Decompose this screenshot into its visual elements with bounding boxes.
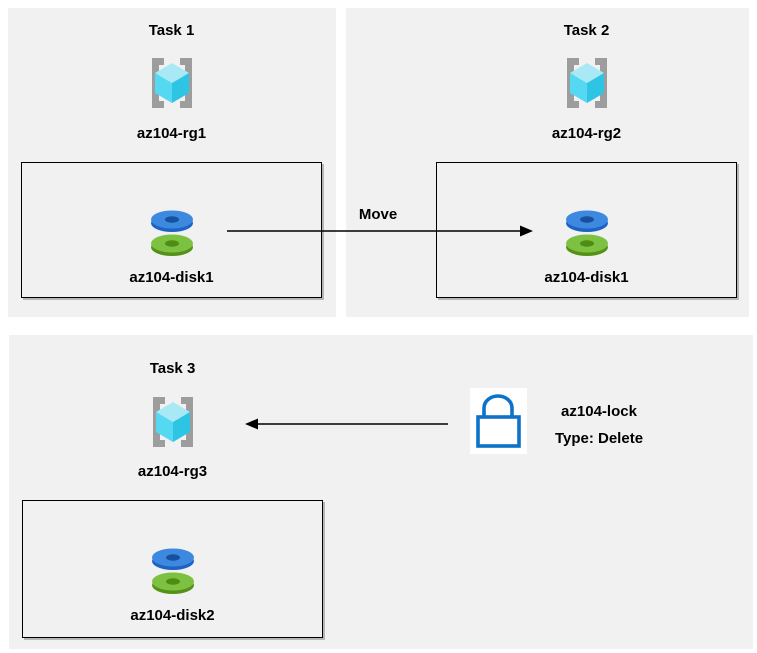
lock-annotation: az104-lock Type: Delete xyxy=(533,398,665,452)
lock-name: az104-lock xyxy=(561,403,637,420)
lock-arrow xyxy=(245,418,448,430)
task1-disk-box: az104-disk1 xyxy=(21,162,322,298)
resource-group-icon xyxy=(557,55,617,111)
task2-panel: Task 2 az104-rg2 a xyxy=(346,8,749,317)
task3-panel: Task 3 az104-rg3 a xyxy=(9,335,753,649)
task1-title: Task 1 xyxy=(148,22,195,39)
task3-disk-box: az104-disk2 xyxy=(22,500,323,638)
disk-icon xyxy=(144,544,201,595)
task2-content-column: Task 2 az104-rg2 a xyxy=(436,8,737,317)
move-arrow-label: Move xyxy=(358,206,398,223)
task2-disk-box: az104-disk1 xyxy=(436,162,737,298)
task1-panel: Task 1 az104-rg1 a xyxy=(8,8,336,317)
move-arrow xyxy=(227,225,533,237)
lock-icon xyxy=(470,388,527,454)
task1-disk-name: az104-disk1 xyxy=(129,269,214,286)
task2-title: Task 2 xyxy=(563,22,610,39)
task3-content-column: Task 3 az104-rg3 a xyxy=(22,335,323,649)
task3-title: Task 3 xyxy=(149,360,196,377)
task3-resource-group-name: az104-rg3 xyxy=(137,463,208,480)
resource-group-icon xyxy=(142,55,202,111)
disk-icon xyxy=(143,206,200,257)
task1-resource-group-name: az104-rg1 xyxy=(136,125,207,142)
disk-icon xyxy=(558,206,615,257)
resource-group-icon xyxy=(143,394,203,450)
task2-resource-group-name: az104-rg2 xyxy=(551,125,622,142)
task3-disk-name: az104-disk2 xyxy=(130,607,215,624)
task1-content-column: Task 1 az104-rg1 a xyxy=(21,8,322,317)
task2-disk-name: az104-disk1 xyxy=(544,269,629,286)
lock-type: Type: Delete xyxy=(554,430,644,447)
